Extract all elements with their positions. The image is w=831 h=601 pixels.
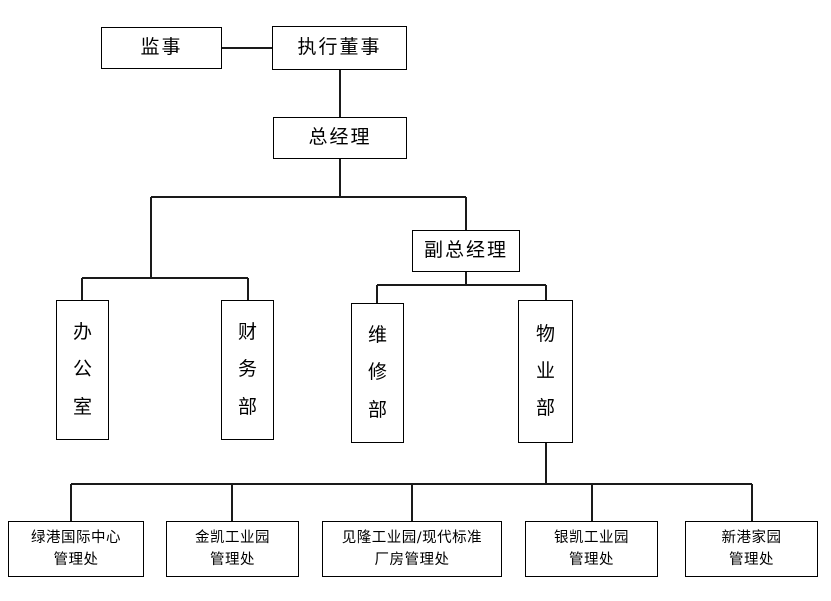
node-maintenance-department[interactable]: 维 修 部 — [351, 303, 404, 443]
node-general-manager[interactable]: 总经理 — [273, 117, 407, 159]
node-executive-director-label: 执行董事 — [297, 36, 382, 59]
node-site-yinkai-label: 银凯工业园 管理处 — [554, 529, 629, 568]
node-site-jianlong-label: 见隆工业园/现代标准 厂房管理处 — [341, 529, 483, 568]
node-general-manager-label: 总经理 — [308, 126, 372, 149]
node-supervisor[interactable]: 监事 — [101, 27, 222, 69]
node-site-jianlong[interactable]: 见隆工业园/现代标准 厂房管理处 — [322, 521, 502, 577]
node-office[interactable]: 办 公 室 — [56, 300, 109, 440]
node-maintenance-department-label: 维 修 部 — [367, 324, 387, 421]
node-property-department-label: 物 业 部 — [535, 322, 555, 420]
node-finance-department[interactable]: 财 务 部 — [221, 300, 274, 440]
node-site-xingang[interactable]: 新港家园 管理处 — [685, 521, 818, 577]
node-site-green-port-label: 绿港国际中心 管理处 — [31, 529, 121, 568]
node-finance-department-label: 财 务 部 — [237, 321, 257, 418]
node-supervisor-label: 监事 — [140, 36, 183, 59]
node-site-green-port[interactable]: 绿港国际中心 管理处 — [8, 521, 144, 577]
node-site-yinkai[interactable]: 银凯工业园 管理处 — [525, 521, 658, 577]
node-site-xingang-label: 新港家园 管理处 — [721, 529, 782, 568]
node-deputy-general-manager-label: 副总经理 — [423, 239, 508, 262]
node-executive-director[interactable]: 执行董事 — [272, 26, 407, 70]
node-office-label: 办 公 室 — [72, 321, 92, 418]
node-deputy-general-manager[interactable]: 副总经理 — [412, 230, 520, 272]
node-property-department[interactable]: 物 业 部 — [518, 300, 573, 443]
node-site-jinkai-label: 金凯工业园 管理处 — [195, 529, 270, 568]
node-site-jinkai[interactable]: 金凯工业园 管理处 — [166, 521, 299, 577]
